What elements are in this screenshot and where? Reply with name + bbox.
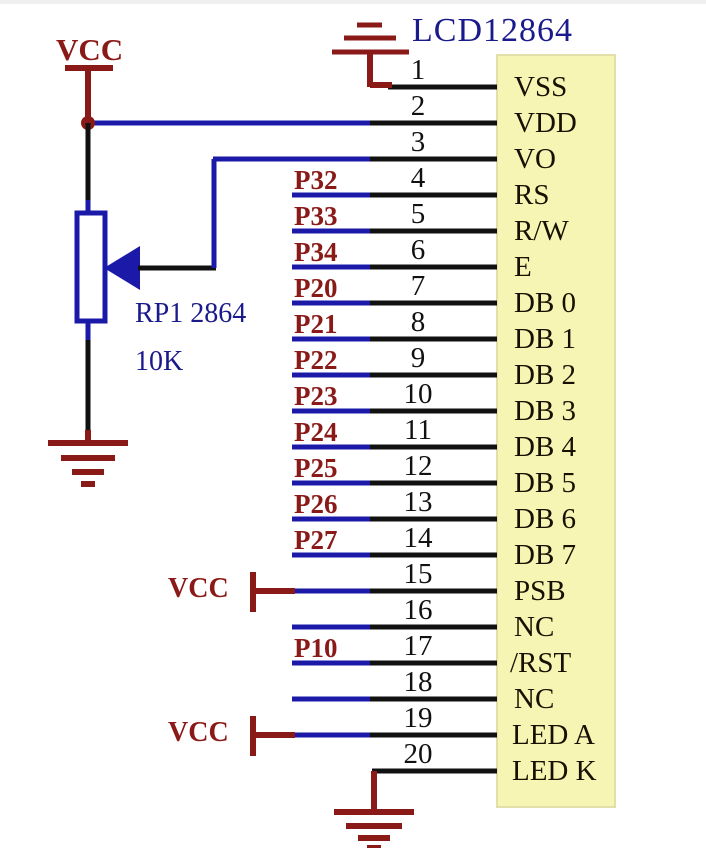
- net-label-p34: P34: [294, 237, 338, 267]
- pin-name-vo: VO: [514, 143, 556, 175]
- pin-name-e: E: [514, 251, 532, 283]
- net-label-p26: P26: [294, 489, 338, 519]
- net-label-p10: P10: [294, 633, 338, 663]
- pin-number-1: 1: [410, 54, 426, 86]
- pin-number-5: 5: [410, 198, 426, 230]
- pin-number-9: 9: [410, 342, 426, 374]
- potentiometer-ref-label: RP1 2864: [135, 298, 247, 329]
- pin-name-ledk: LED K: [512, 755, 597, 787]
- pin-name-db1: DB 1: [514, 323, 577, 355]
- pin-name-db3: DB 3: [514, 395, 577, 427]
- lcd-body-box: [496, 54, 616, 808]
- pin-name-db5: DB 5: [514, 467, 577, 499]
- pin-name-vdd: VDD: [514, 107, 577, 139]
- net-label-p21: P21: [294, 309, 338, 339]
- pin-name-db4: DB 4: [514, 431, 577, 463]
- vcc-top-symbol: [65, 65, 113, 124]
- pin-name-leda: LED A: [512, 719, 595, 751]
- pin-number-17: 17: [403, 630, 433, 662]
- net-label-p23: P23: [294, 381, 338, 411]
- pin-number-19: 19: [403, 702, 433, 734]
- pin-number-13: 13: [403, 486, 433, 518]
- pin-name-rst: /RST: [510, 647, 572, 679]
- net-label-p33: P33: [294, 201, 338, 231]
- pin-number-7: 7: [410, 270, 426, 302]
- net-label-p25: P25: [294, 453, 338, 483]
- gnd-pot-symbol: [48, 430, 128, 487]
- pin-name-vss: VSS: [514, 71, 568, 103]
- net-label-p20: P20: [294, 273, 338, 303]
- pin-number-20: 20: [403, 738, 433, 770]
- pin-number-18: 18: [403, 666, 433, 698]
- net-label-p27: P27: [294, 525, 338, 555]
- pin-name-rs: RS: [514, 179, 550, 211]
- pin-name-psb: PSB: [514, 575, 566, 607]
- pin-number-4: 4: [410, 162, 426, 194]
- pin-number-2: 2: [410, 90, 426, 122]
- potentiometer-wiper-arrow: [104, 246, 140, 290]
- net-label-p24: P24: [294, 417, 338, 447]
- pin-number-6: 6: [410, 234, 426, 266]
- net-label-p32: P32: [294, 165, 338, 195]
- page-title: LCD12864: [412, 12, 573, 49]
- gnd-vss-symbol: [332, 22, 409, 88]
- pin-name-nc-18: NC: [514, 683, 555, 715]
- pin-name-nc-16: NC: [514, 611, 555, 643]
- vcc-psb-symbol: [250, 572, 295, 612]
- net-label-p22: P22: [294, 345, 338, 375]
- pin-name-rw: R/W: [514, 215, 569, 247]
- vcc-label-top: VCC: [56, 32, 124, 67]
- potentiometer-value-label: 10K: [135, 346, 184, 377]
- potentiometer-body: [74, 210, 108, 324]
- vcc-label-psb: VCC: [168, 573, 229, 604]
- pin-name-db6: DB 6: [514, 503, 577, 535]
- pin-number-12: 12: [403, 450, 433, 482]
- pin-number-8: 8: [410, 306, 426, 338]
- vcc-label-leda: VCC: [168, 717, 229, 748]
- pin-number-10: 10: [403, 378, 433, 410]
- top-divider: [0, 0, 706, 4]
- pin-number-15: 15: [403, 558, 433, 590]
- pin-number-3: 3: [410, 126, 426, 158]
- pin-number-11: 11: [404, 414, 432, 446]
- pin-number-16: 16: [403, 594, 433, 626]
- pin-name-db2: DB 2: [514, 359, 577, 391]
- pin-name-db7: DB 7: [514, 539, 577, 571]
- vcc-leda-symbol: [250, 716, 295, 756]
- pin-number-14: 14: [403, 522, 433, 554]
- pin-name-db0: DB 0: [514, 287, 577, 319]
- gnd-ledk-symbol: [334, 771, 414, 848]
